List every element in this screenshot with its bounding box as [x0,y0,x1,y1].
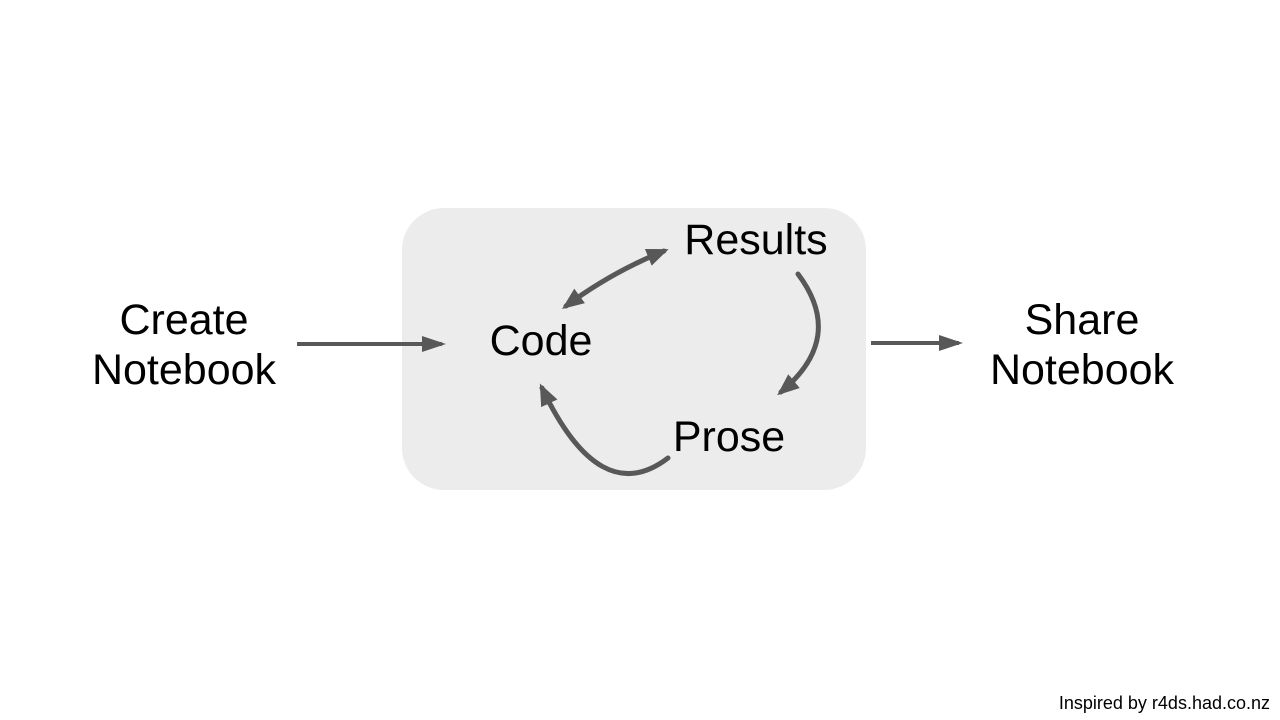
attribution-text: Inspired by r4ds.had.co.nz [1058,693,1270,713]
label-share-notebook-line2: Notebook [989,346,1175,394]
label-create-notebook-line2: Notebook [91,346,277,394]
label-share-notebook: Share Notebook [990,295,1174,395]
node-prose-label: Prose [672,413,786,461]
label-create-notebook: Create Notebook [92,295,276,395]
arrow-prose-to-code [539,383,671,477]
arrow-results-to-prose [777,271,821,396]
notebook-cycle-box [402,208,866,490]
node-code-label: Code [489,317,593,365]
label-create-notebook-line1: Create [119,296,249,344]
arrow-code-results-bidirectional [561,248,669,309]
label-share-notebook-line1: Share [1024,296,1140,344]
node-results-label: Results [684,216,828,264]
